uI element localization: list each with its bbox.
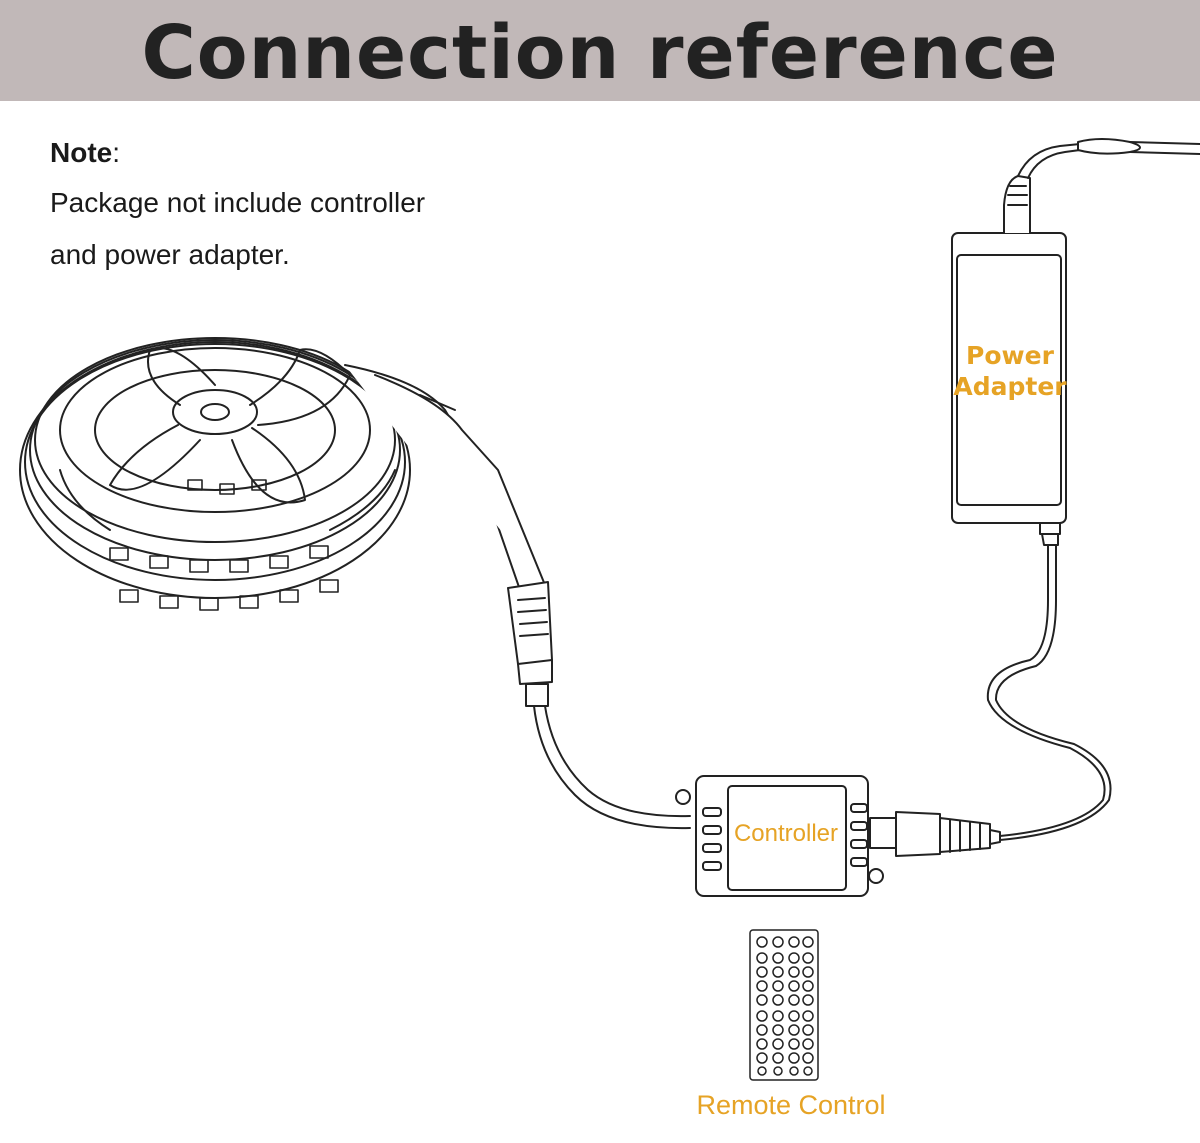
- note-line-1: Package not include controller: [50, 187, 426, 218]
- power-adapter-label-line1: Power: [966, 341, 1054, 370]
- led-strip-reel-icon: [19, 337, 411, 611]
- note-label-colon: :: [112, 137, 121, 168]
- strip-tail: [344, 364, 546, 591]
- page-title: Connection reference: [141, 10, 1059, 96]
- controller-label: Controller: [733, 820, 839, 847]
- note-label-text: Note: [50, 137, 113, 168]
- power-adapter-icon: [951, 138, 1200, 546]
- cable-controller-to-adapter: [986, 544, 1106, 837]
- connector-plug-icon: [507, 581, 553, 707]
- note-block: Note: Package not include controller and…: [50, 136, 510, 282]
- controller-box-icon: [675, 775, 884, 897]
- dc-plug-icon: [869, 811, 1001, 857]
- cable-strip-to-controller: [533, 705, 691, 830]
- remote-control-icon: [749, 929, 819, 1081]
- power-adapter-label-line2: Adapter: [953, 372, 1067, 401]
- remote-control-label: Remote Control: [696, 1090, 886, 1120]
- power-adapter-label: Power Adapter: [952, 340, 1068, 402]
- note-label: Note:: [50, 136, 510, 170]
- note-line-2: and power adapter.: [50, 239, 290, 270]
- header-bar: Connection reference: [0, 0, 1200, 101]
